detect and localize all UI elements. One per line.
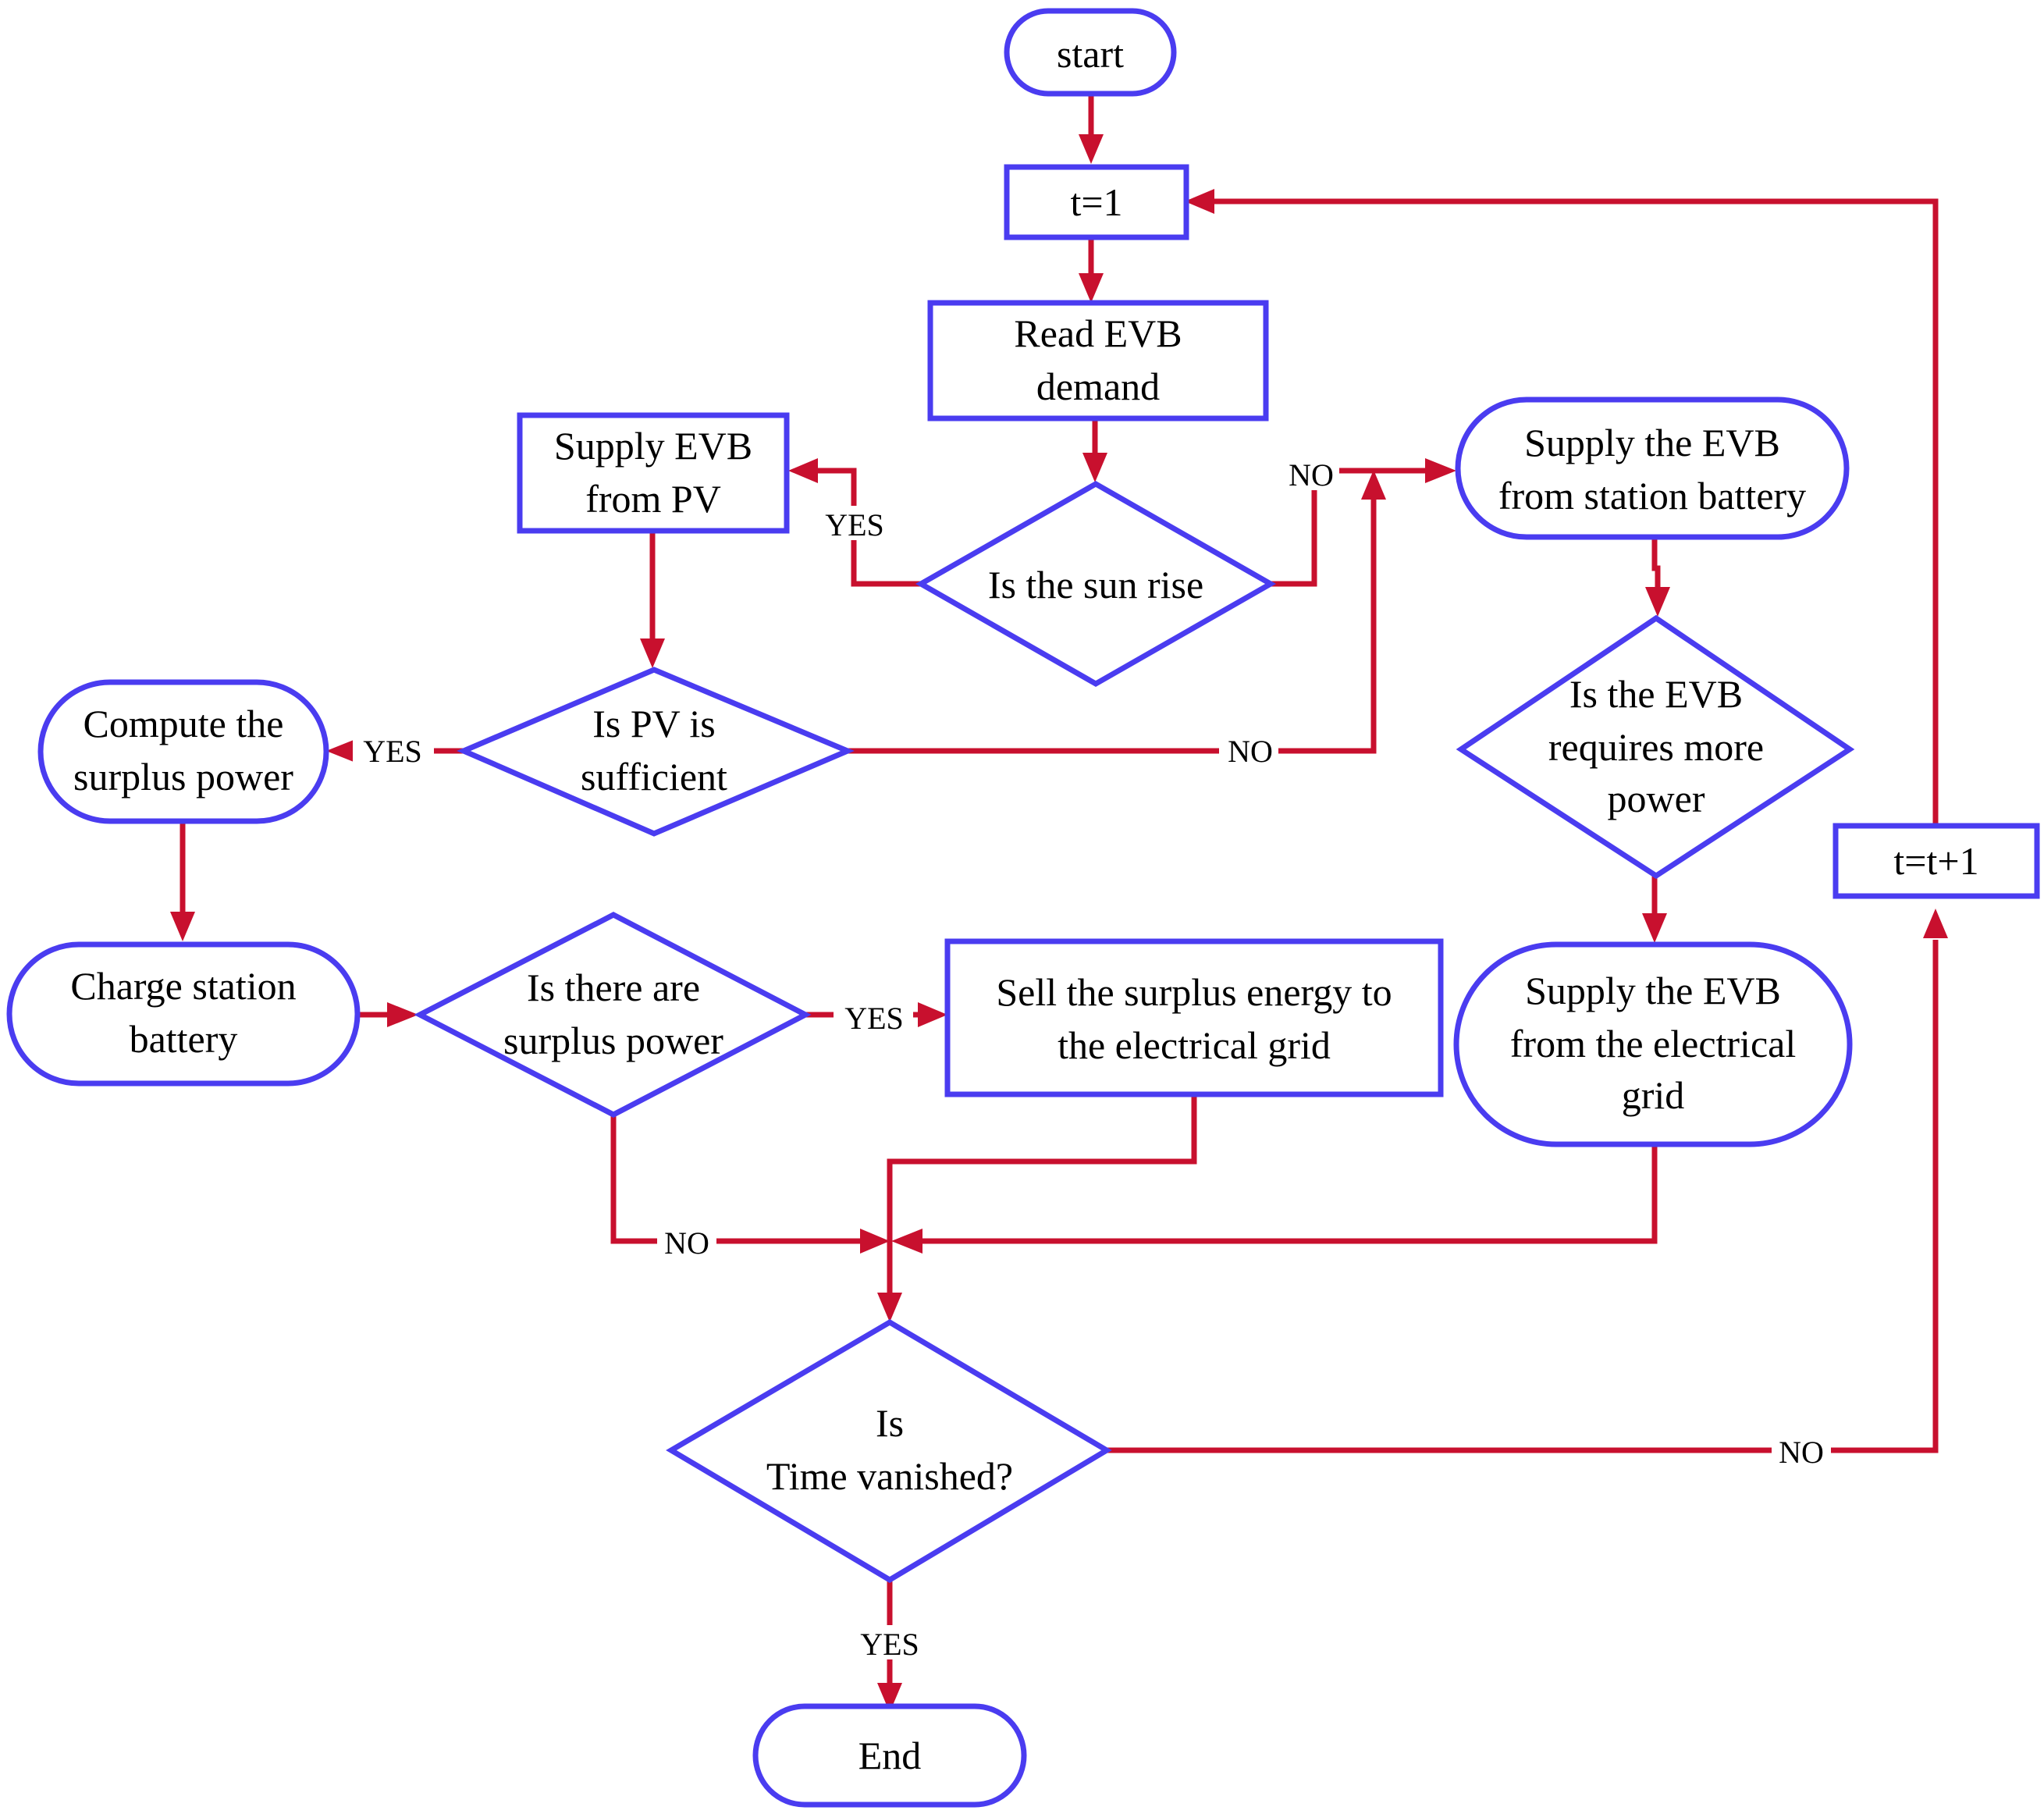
compute-surplus-label-line-1: Compute the: [84, 702, 284, 745]
nodes: start t=1 Read EVB demand Is the sun ris…: [6, 8, 2040, 1808]
arrowhead: [1361, 470, 1386, 500]
sun-rise-label: Is the sun rise: [988, 563, 1203, 606]
start-label: start: [1057, 32, 1124, 76]
pv-sufficient-decision: Is PV is sufficient: [457, 667, 855, 837]
edge-labels: YES NO YES NO YES NO NO YES: [353, 456, 1831, 1662]
arrowhead: [891, 1229, 922, 1254]
supply-battery-label-line-1: Supply the EVB: [1524, 421, 1780, 464]
supply-grid-label-line-3: grid: [1622, 1073, 1685, 1117]
pv-sufficient-label-line-1: Is PV is: [592, 702, 715, 745]
sell-surplus-label-line-1: Sell the surplus energy to: [996, 970, 1392, 1014]
time-vanished-label-line-2: Time vanished?: [766, 1454, 1013, 1498]
end-label: End: [858, 1734, 922, 1777]
label-sun-yes: YES: [825, 507, 884, 542]
supply-grid-node: Supply the EVB from the electrical grid: [1453, 941, 1853, 1147]
start-node: start: [1004, 8, 1177, 97]
edge-sell-to-time-vanished: [887, 1094, 1197, 1296]
read-demand-label-line-2: demand: [1036, 365, 1160, 408]
time-vanished-label-line-1: Is: [876, 1401, 904, 1445]
arrowhead: [877, 1293, 902, 1322]
end-node: End: [752, 1703, 1027, 1808]
more-power-label-line-2: requires more: [1548, 725, 1764, 769]
compute-surplus-label-line-2: surplus power: [73, 755, 293, 799]
arrowhead: [387, 1002, 418, 1027]
label-time-yes: YES: [860, 1627, 919, 1662]
arrowhead: [640, 638, 665, 668]
arrowhead: [1645, 587, 1670, 617]
more-power-decision: Is the EVB requires more power: [1456, 614, 1855, 880]
label-pv-yes: YES: [363, 734, 422, 769]
charge-battery-node: Charge station battery: [6, 941, 361, 1087]
read-demand-node: Read EVB demand: [927, 300, 1269, 421]
supply-grid-label-line-1: Supply the EVB: [1525, 969, 1781, 1012]
t-init-node: t=1: [1004, 164, 1189, 240]
time-vanished-decision: Is Time vanished?: [666, 1318, 1112, 1584]
sell-surplus-label-line-2: the electrical grid: [1058, 1023, 1331, 1067]
charge-battery-label-line-1: Charge station: [70, 964, 296, 1008]
supply-battery-node: Supply the EVB from station battery: [1455, 397, 1850, 540]
t-init-label: t=1: [1070, 180, 1122, 224]
edge-sun-no-to-junction: [1271, 468, 1428, 587]
edge-supply-battery-to-more-power: [1651, 537, 1661, 593]
more-power-label-line-3: power: [1608, 777, 1705, 820]
label-sun-no: NO: [1289, 457, 1334, 493]
arrowhead: [1079, 134, 1104, 164]
label-surplus-no: NO: [664, 1225, 709, 1261]
arrowhead: [1082, 453, 1107, 482]
more-power-label-line-1: Is the EVB: [1569, 672, 1743, 716]
label-surplus-yes: YES: [844, 1001, 904, 1036]
arrowhead: [860, 1229, 890, 1254]
arrowhead: [1079, 273, 1104, 303]
sun-rise-decision: Is the sun rise: [915, 480, 1277, 688]
edge-pv-no-to-junction: [848, 500, 1377, 754]
t-increment-node: t=t+1: [1832, 823, 2040, 899]
edge-supply-grid-to-junction: [921, 1143, 1658, 1244]
arrowhead: [1642, 913, 1667, 943]
edge-t-increment-to-t-init: [1214, 198, 1939, 824]
arrowhead: [1923, 909, 1948, 938]
supply-battery-label-line-2: from station battery: [1498, 474, 1806, 518]
pv-sufficient-label-line-2: sufficient: [581, 755, 727, 799]
arrowhead: [877, 1683, 902, 1713]
compute-surplus-node: Compute the surplus power: [37, 679, 329, 824]
label-time-no: NO: [1779, 1435, 1824, 1470]
arrowhead: [1425, 458, 1456, 483]
surplus-check-label-line-1: Is there are: [527, 966, 700, 1009]
edge-surplus-no-to-junction: [610, 1110, 862, 1244]
supply-pv-label-line-1: Supply EVB: [554, 424, 752, 468]
arrowhead: [170, 912, 195, 941]
surplus-check-decision: Is there are surplus power: [414, 912, 812, 1118]
supply-pv-label-line-2: from PV: [585, 477, 721, 521]
supply-pv-node: Supply EVB from PV: [517, 412, 790, 534]
charge-battery-label-line-2: battery: [130, 1017, 238, 1061]
read-demand-label-line-1: Read EVB: [1014, 311, 1182, 355]
arrowhead: [1185, 189, 1214, 214]
sell-surplus-node: Sell the surplus energy to the electrica…: [944, 938, 1444, 1097]
supply-grid-label-line-2: from the electrical: [1510, 1022, 1796, 1065]
t-increment-label: t=t+1: [1893, 839, 1978, 883]
label-pv-no: NO: [1228, 734, 1273, 769]
edge-time-no-to-t-increment: [1107, 940, 1939, 1453]
surplus-check-label-line-2: surplus power: [503, 1019, 723, 1062]
arrowhead: [788, 458, 818, 483]
arrowhead: [918, 1002, 947, 1027]
arrowhead: [326, 738, 357, 763]
